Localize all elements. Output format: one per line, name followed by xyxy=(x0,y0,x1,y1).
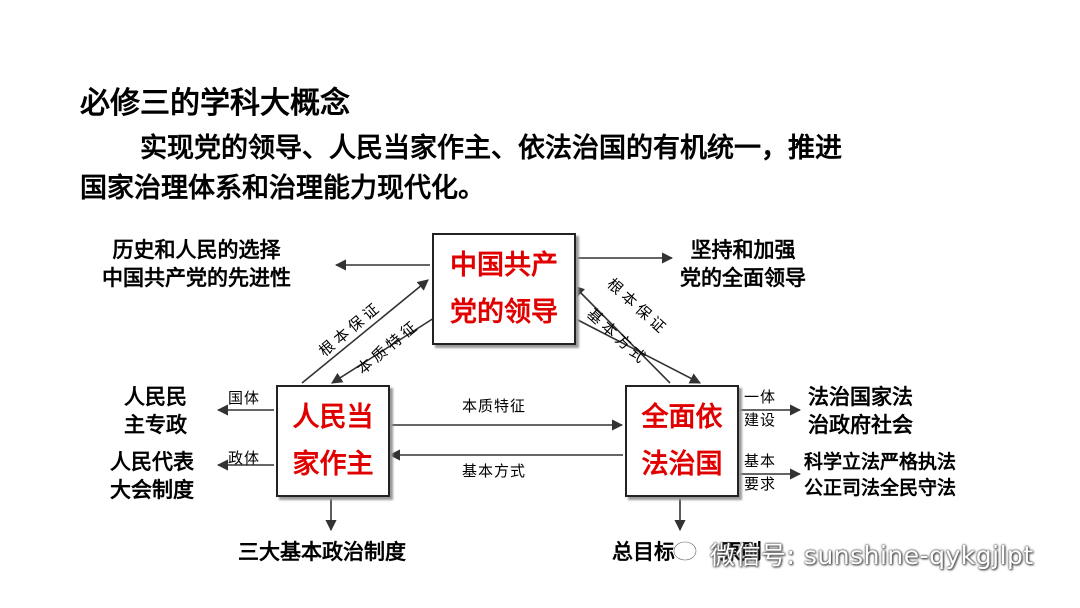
label-peoples-dictatorship: 人民民 主专政 xyxy=(124,385,187,438)
node-party-leadership: 中国共产 党的领导 xyxy=(432,233,576,345)
tag-government-system: 政体 xyxy=(228,449,261,467)
concept-description-line-2: 国家治理体系和治理能力现代化。 xyxy=(80,173,485,204)
arrow-party-to-law xyxy=(573,317,701,384)
arrow-people-to-party xyxy=(301,279,429,384)
label-rule-of-law-nation: 法治国家法 治政府社会 xyxy=(808,385,913,438)
node-people-line2: 家作主 xyxy=(292,449,374,480)
node-people-masters: 人民当 家作主 xyxy=(276,385,390,497)
arrow-party-to-people xyxy=(331,317,435,384)
tag-state-system: 国体 xyxy=(228,389,261,407)
tag-basic-requirements: 基本 要求 xyxy=(744,452,777,493)
label-history-choice: 历史和人民的选择 中国共产党的先进性 xyxy=(102,238,291,291)
edge-label-middle-top: 本质特征 xyxy=(462,397,527,415)
watermark: 微信号: sunshine-qykgjlpt xyxy=(710,541,1034,570)
node-law-line1: 全面依 xyxy=(641,401,723,433)
node-rule-of-law: 全面依 法治国 xyxy=(625,385,739,497)
tag-integrated-construction: 一体 建设 xyxy=(744,388,777,429)
wechat-icon xyxy=(672,540,705,565)
label-sixteen-characters: 科学立法严格执法 公正司法全民守法 xyxy=(804,451,957,499)
edge-label-middle-bottom: 基本方式 xyxy=(462,462,527,480)
arrow-law-to-party xyxy=(573,285,671,384)
page-title: 必修三的学科大概念 xyxy=(80,86,350,121)
node-party-line2: 党的领导 xyxy=(450,297,558,328)
label-uphold-leadership: 坚持和加强 党的全面领导 xyxy=(680,238,806,291)
label-principle: 原则 xyxy=(720,540,762,564)
node-party-line1: 中国共产 xyxy=(450,249,558,281)
node-people-line1: 人民当 xyxy=(292,401,374,433)
label-three-basic-systems: 三大基本政治制度 xyxy=(238,540,406,564)
label-peoples-congress: 人民代表 大会制度 xyxy=(110,450,194,503)
concept-description-line-1: 实现党的领导、人民当家作主、依法治国的有机统一，推进 xyxy=(140,133,842,164)
label-overall-goal: 总目标 xyxy=(612,540,675,564)
node-law-line2: 法治国 xyxy=(641,449,723,480)
